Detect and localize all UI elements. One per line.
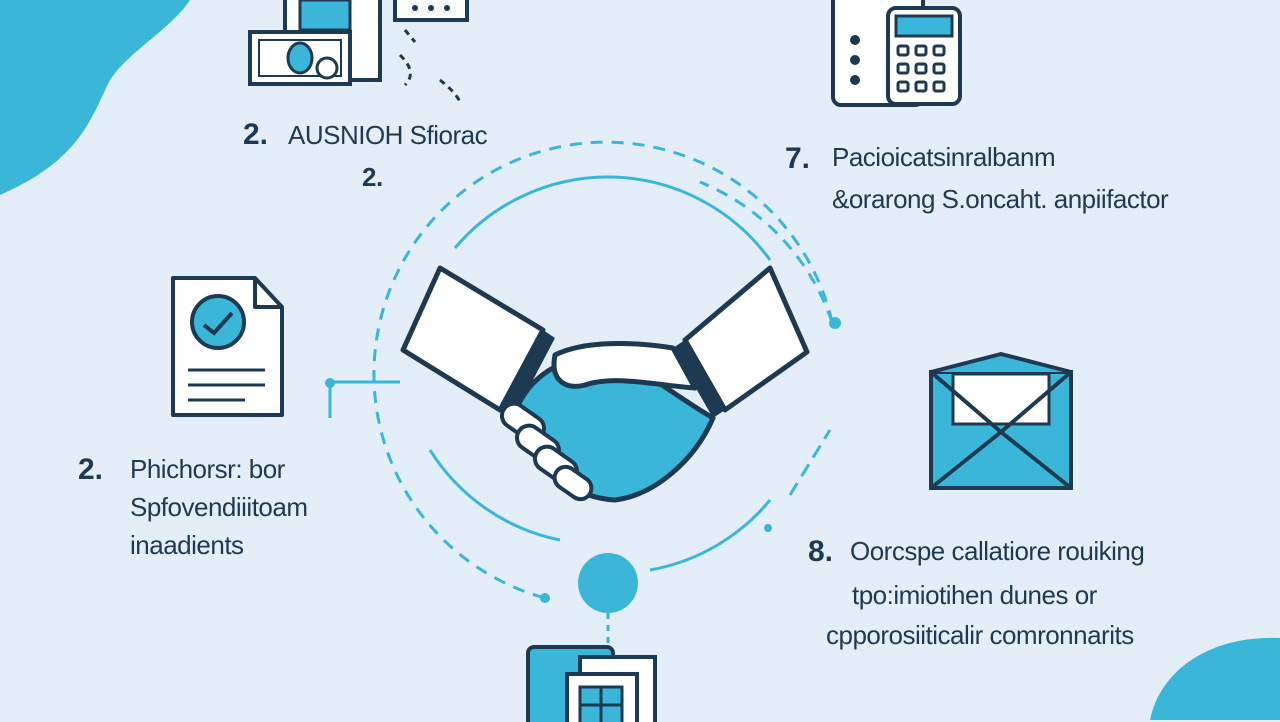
step-line: Phichorsr: bor <box>130 454 285 484</box>
step-line: tpo:imiotihen dunes or <box>852 580 1097 610</box>
step-text-left: Phichorsr: bor Spfovendiiitoam inaadient… <box>130 450 308 564</box>
step-line: inaadients <box>130 530 244 560</box>
building-icon <box>526 645 657 722</box>
step-text-right-3: cpporosiiticalir comronnarits <box>826 616 1134 654</box>
handshake-icon <box>400 265 810 503</box>
step-line: Oorcspe callatiore rouiking <box>850 536 1145 566</box>
step-line: Pacioicatsinralbanm <box>832 142 1056 172</box>
step-line: 2. <box>362 162 383 192</box>
calculator-icon <box>831 0 962 107</box>
step-line: cpporosiiticalir comronnarits <box>826 620 1134 650</box>
document-check-icon <box>171 276 284 417</box>
step-line: &orarong S.oncaht. anpiifactor <box>832 184 1169 214</box>
step-text-top-right-2: &orarong S.oncaht. anpiifactor <box>832 180 1169 218</box>
step-text-right: Oorcspe callatiore rouiking <box>850 532 1145 570</box>
step-text-right-2: tpo:imiotihen dunes or <box>852 576 1097 614</box>
invoice-money-icon <box>248 0 469 103</box>
step-line: Spfovendiiitoam <box>130 492 308 522</box>
step-line: AUSNIOH Sfiorac <box>288 120 488 150</box>
step-number-top-right: 7. <box>785 142 811 175</box>
step-number-right: 8. <box>808 535 834 568</box>
top-left-blob <box>0 0 190 195</box>
step-number-top-left: 2. <box>243 118 269 151</box>
step-number-left: 2. <box>78 453 104 486</box>
bottom-right-blob <box>1150 637 1280 720</box>
step-text-top-left: AUSNIOH Sfiorac <box>288 116 488 154</box>
envelope-icon <box>929 352 1073 490</box>
step-text-top-right: Pacioicatsinralbanm <box>832 138 1056 176</box>
step-subtext-top-left: 2. <box>362 158 383 196</box>
